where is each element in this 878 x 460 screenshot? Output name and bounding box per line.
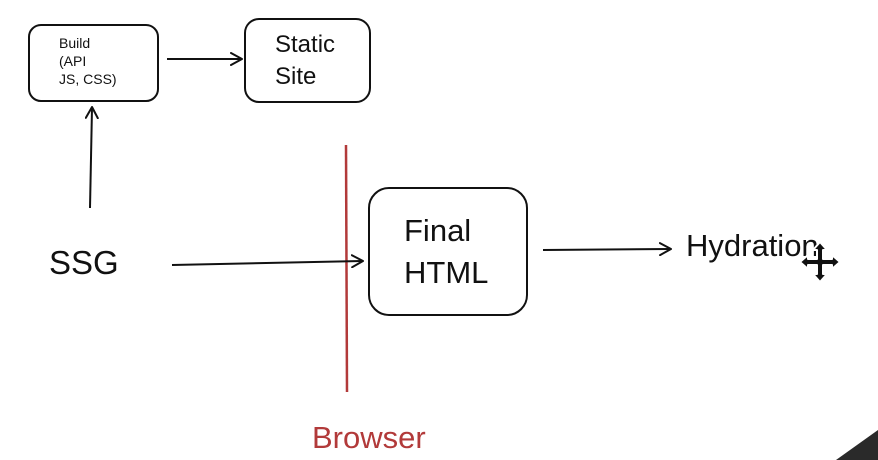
corner-shadow [836,430,878,460]
build-node: Build (API JS, CSS) [28,24,159,102]
final-html-node: Final HTML [368,187,528,316]
build-label-line-2: (API [59,53,86,69]
move-cursor-icon [799,241,841,283]
browser-boundary-line [344,144,349,393]
final-html-box [368,187,528,316]
static-site-label-line-2: Site [275,63,316,90]
static-site-box [244,18,371,103]
arrow-ssg-to-final-html [171,254,364,269]
build-box [28,24,159,102]
build-label-line-1: Build [59,35,90,51]
hydration-label: Hydration [686,228,819,263]
ssg-label: SSG [49,244,119,281]
build-label-line-3: JS, CSS) [59,71,117,87]
static-site-node: Static Site [244,18,371,103]
final-html-label-line-2: HTML [404,255,488,290]
arrow-final-html-to-hydration [542,242,672,257]
arrow-ssg-to-build [84,106,99,209]
static-site-label-line-1: Static [275,31,335,58]
final-html-label-line-1: Final [404,213,471,248]
browser-label: Browser [312,420,426,455]
